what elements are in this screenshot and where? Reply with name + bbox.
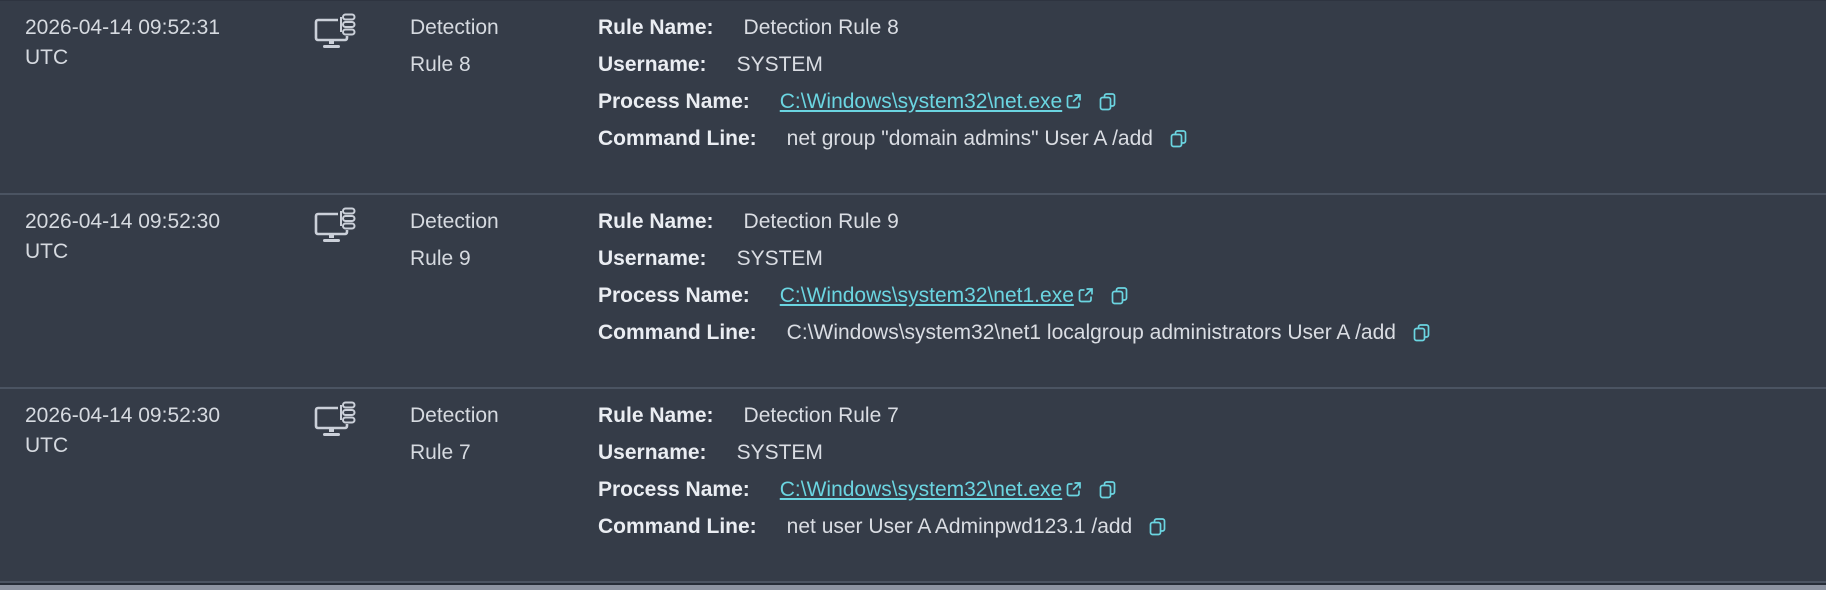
rule-name-label: Rule Name: <box>598 209 714 233</box>
process-name-label: Process Name: <box>598 477 750 501</box>
event-row: 2026-04-14 09:52:30 UTC Detection Rule 9… <box>0 195 1826 389</box>
rule-name-label: Rule Name: <box>598 15 714 39</box>
username-label: Username: <box>598 440 707 464</box>
process-name-label: Process Name: <box>598 283 750 307</box>
host-monitor-icon <box>313 401 410 439</box>
copy-icon[interactable] <box>1098 480 1117 499</box>
username-value: SYSTEM <box>736 52 823 76</box>
event-timestamp: 2026-04-14 09:52:31 UTC <box>25 16 220 69</box>
command-line-value: net user User A Adminpwd123.1 /add <box>786 514 1133 538</box>
copy-icon[interactable] <box>1110 286 1129 305</box>
event-timestamp: 2026-04-14 09:52:30 UTC <box>25 404 220 457</box>
copy-icon[interactable] <box>1412 323 1431 342</box>
copy-icon[interactable] <box>1148 517 1167 536</box>
host-monitor-icon <box>313 207 410 245</box>
bottom-divider-bar <box>0 583 1826 590</box>
event-row: 2026-04-14 09:52:31 UTC Detection Rule 8… <box>0 1 1826 195</box>
event-rule-title: Detection Rule 8 <box>410 16 499 76</box>
event-details: Rule Name: Detection Rule 8 Username: SY… <box>598 9 1826 157</box>
event-details: Rule Name: Detection Rule 7 Username: SY… <box>598 397 1826 545</box>
command-line-label: Command Line: <box>598 126 757 150</box>
process-name-link[interactable]: C:\Windows\system32\net.exe <box>779 477 1063 501</box>
username-label: Username: <box>598 52 707 76</box>
command-line-label: Command Line: <box>598 320 757 344</box>
username-label: Username: <box>598 246 707 270</box>
event-details: Rule Name: Detection Rule 9 Username: SY… <box>598 203 1826 351</box>
event-rule-title: Detection Rule 9 <box>410 210 499 270</box>
process-name-link[interactable]: C:\Windows\system32\net1.exe <box>779 283 1074 307</box>
event-rule-title: Detection Rule 7 <box>410 404 499 464</box>
username-value: SYSTEM <box>736 246 823 270</box>
event-row: 2026-04-14 09:52:30 UTC Detection Rule 7… <box>0 389 1826 583</box>
process-name-link[interactable]: C:\Windows\system32\net.exe <box>779 89 1063 113</box>
event-timestamp: 2026-04-14 09:52:30 UTC <box>25 210 220 263</box>
rule-name-value: Detection Rule 8 <box>743 15 899 39</box>
host-monitor-icon <box>313 13 410 51</box>
rule-name-value: Detection Rule 9 <box>743 209 899 233</box>
external-link-icon[interactable] <box>1065 481 1082 498</box>
process-name-label: Process Name: <box>598 89 750 113</box>
command-line-label: Command Line: <box>598 514 757 538</box>
copy-icon[interactable] <box>1098 92 1117 111</box>
external-link-icon[interactable] <box>1077 287 1094 304</box>
command-line-value: C:\Windows\system32\net1 localgroup admi… <box>786 320 1396 344</box>
rule-name-label: Rule Name: <box>598 403 714 427</box>
command-line-value: net group "domain admins" User A /add <box>786 126 1153 150</box>
external-link-icon[interactable] <box>1065 93 1082 110</box>
rule-name-value: Detection Rule 7 <box>743 403 899 427</box>
username-value: SYSTEM <box>736 440 823 464</box>
copy-icon[interactable] <box>1169 129 1188 148</box>
